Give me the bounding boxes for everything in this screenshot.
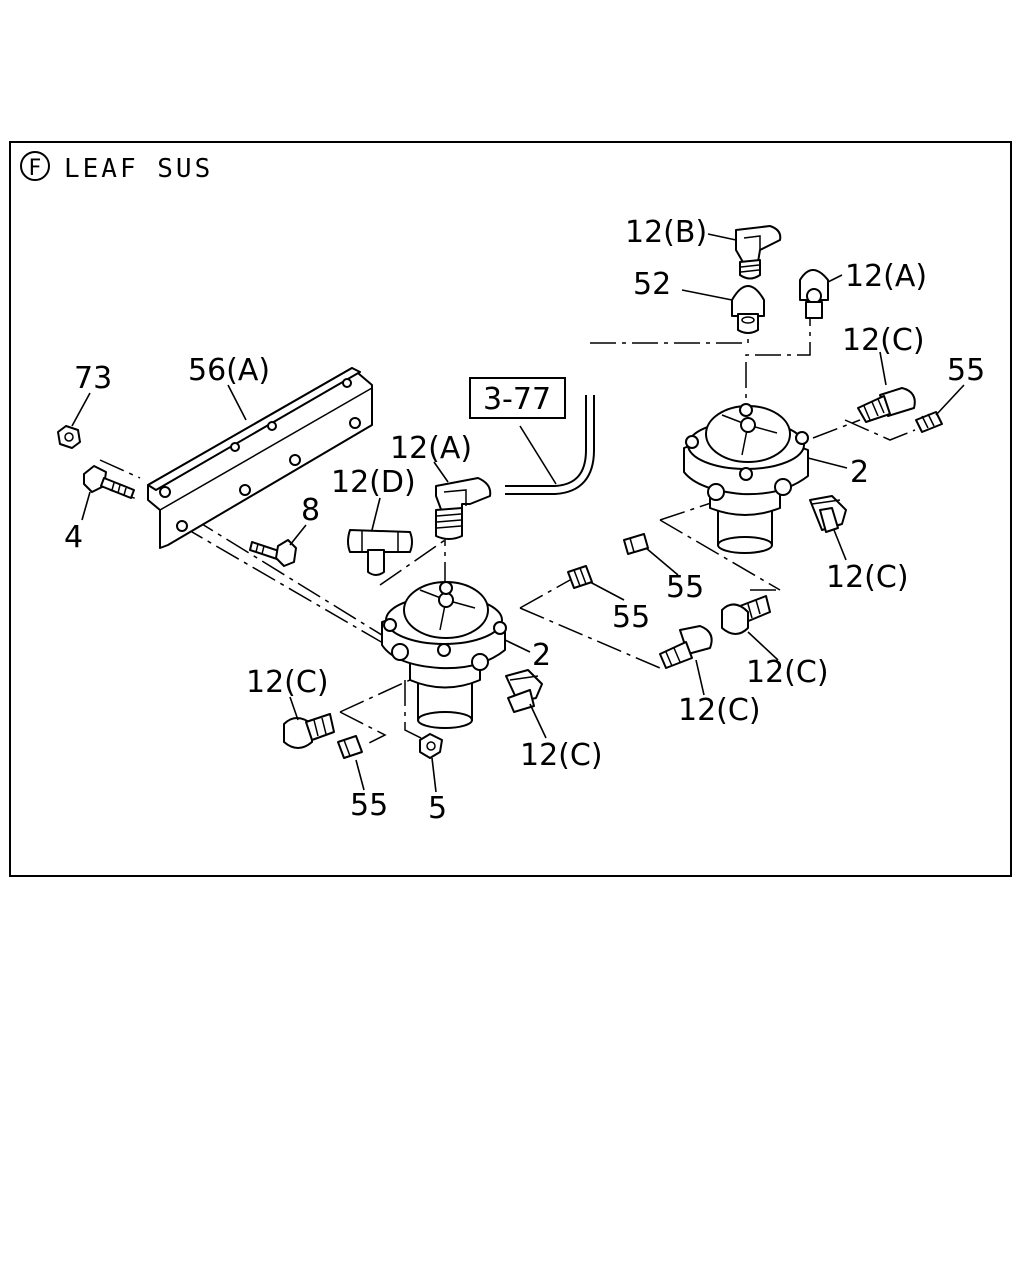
fitting-12c-center-icon: [659, 625, 713, 669]
callout-56a: 56(A): [188, 353, 270, 388]
callout-12a-right: 12(A): [845, 259, 927, 294]
fitting-12b-icon: [735, 225, 782, 280]
callout-55-bottom: 55: [350, 788, 388, 823]
callout-12a-left: 12(A): [390, 431, 472, 466]
callout-leaders: [71, 233, 965, 793]
valve-2-right: [683, 403, 809, 554]
valve-2-left: [381, 581, 507, 729]
fitting-12c-center-right-icon: [721, 595, 771, 635]
fitting-12a-right-icon: [799, 269, 829, 319]
bolt-4-icon: [83, 465, 135, 499]
callout-12b: 12(B): [625, 215, 707, 250]
callout-2-right: 2: [850, 455, 869, 490]
callout-12c-top-right: 12(C): [842, 323, 925, 358]
callout-55-mid: 55: [666, 570, 704, 605]
reference-box-label: 3-77: [483, 382, 551, 417]
section-title: LEAF SUS: [64, 154, 213, 184]
fitting-12c-left-center-icon: [505, 669, 543, 713]
callout-12c-right-fitting: 12(C): [826, 560, 909, 595]
callout-8: 8: [301, 493, 320, 528]
plug-55-top-right-icon: [915, 411, 943, 433]
callout-52: 52: [633, 267, 671, 302]
bolt-8-icon: [249, 539, 297, 567]
callout-12c-center: 12(C): [678, 693, 761, 728]
callout-12c-left: 12(C): [246, 665, 329, 700]
hose: [505, 395, 595, 495]
fitting-12c-top-right-icon: [857, 387, 916, 423]
nut-5-icon: [419, 733, 443, 759]
callout-4: 4: [64, 520, 83, 555]
callout-55-top-right: 55: [947, 353, 985, 388]
callout-55-center: 55: [612, 600, 650, 635]
fitting-52-icon: [731, 285, 765, 334]
fitting-12c-left-icon: [283, 713, 335, 749]
fitting-12a-left-icon: [435, 477, 492, 540]
nut-73-icon: [57, 425, 81, 449]
section-letter: F: [29, 156, 42, 181]
bracket-56a: [147, 367, 373, 549]
callout-73: 73: [74, 361, 112, 396]
callout-12c-center-right: 12(C): [746, 655, 829, 690]
plug-55-mid-icon: [623, 533, 649, 555]
section-header: F LEAF SUS: [20, 151, 213, 184]
callout-5: 5: [428, 791, 447, 826]
dashed-leaders: [99, 318, 916, 746]
callout-labels: 73 56(A) 4 8 12(D) 12(A) 12(B) 52 12(A) …: [64, 215, 985, 826]
callout-12c-left-center: 12(C): [520, 738, 603, 773]
reference-box: 3-77: [469, 377, 566, 419]
fitting-12d-icon: [347, 529, 413, 576]
plug-55-bottom-icon: [337, 735, 363, 759]
callout-2-left: 2: [532, 638, 551, 673]
fitting-12c-right-fitting-icon: [809, 495, 847, 533]
plug-55-center-icon: [567, 565, 593, 589]
callout-12d: 12(D): [331, 465, 416, 500]
section-letter-circle: [20, 151, 50, 181]
